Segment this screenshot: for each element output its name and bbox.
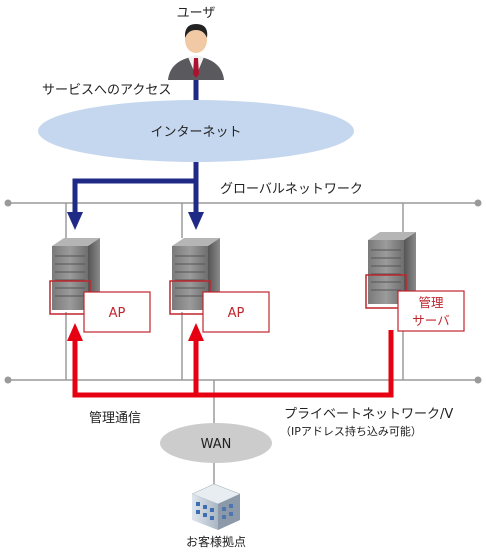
management-server-box xyxy=(397,290,465,332)
management-server-label-line2: サーバ xyxy=(412,313,449,328)
management-label: 管理通信 xyxy=(89,411,141,426)
ap-1-box xyxy=(83,291,151,333)
arrow-head-ap2 xyxy=(188,212,204,230)
internet-label: インターネット xyxy=(150,125,241,140)
private-network-line xyxy=(4,376,482,384)
private-network-label: プライベートネットワーク/V xyxy=(284,407,453,422)
access-label: サービスへのアクセス xyxy=(42,83,171,98)
server-ap-1 xyxy=(49,238,100,315)
wan-label: WAN xyxy=(201,437,232,452)
arrow-head-ap1 xyxy=(67,212,83,230)
management-arrows xyxy=(72,330,394,398)
wan-cloud xyxy=(160,423,272,463)
private-network-sublabel: （IPアドレス持ち込み可能） xyxy=(280,424,422,438)
site-label: お客様拠点 xyxy=(186,534,246,549)
global-network-label: グローバルネットワーク xyxy=(220,182,363,197)
ap-2-label: AP xyxy=(228,306,245,321)
user-label: ユーザ xyxy=(177,6,216,21)
arrow-head-mgmt-ap2 xyxy=(188,323,204,341)
global-network-line xyxy=(4,199,482,207)
user-icon xyxy=(168,24,224,80)
ap-1-label: AP xyxy=(109,306,126,321)
ap-2-box xyxy=(202,291,270,333)
internet-cloud xyxy=(38,100,354,162)
arrow-head-mgmt-ap1 xyxy=(67,323,83,341)
management-server-label-line1: 管理 xyxy=(418,295,444,310)
server-ap-2 xyxy=(169,238,220,315)
building-icon xyxy=(191,483,241,530)
service-access-arrows xyxy=(72,80,199,212)
